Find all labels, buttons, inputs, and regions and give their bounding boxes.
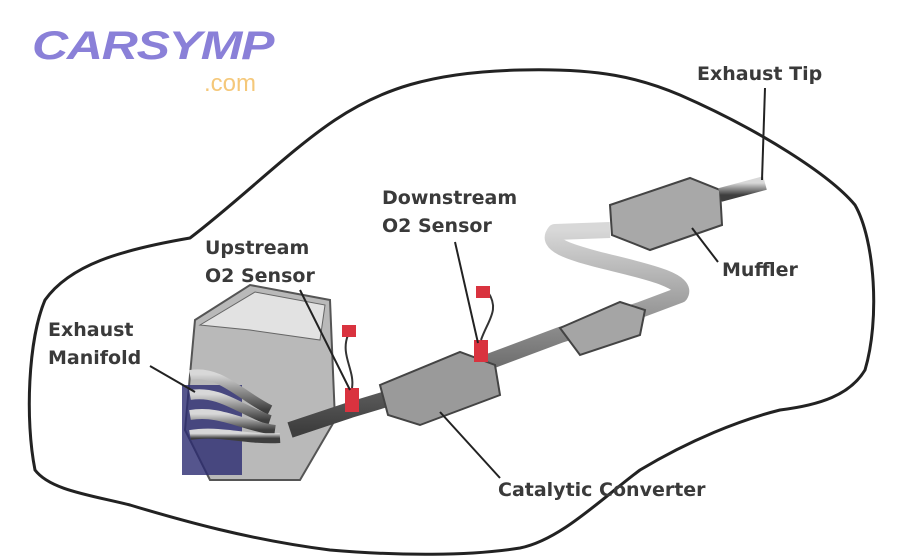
label-exhaust-manifold: Exhaust Manifold [48, 316, 141, 372]
upstream-o2-sensor [342, 325, 359, 412]
muffler [608, 176, 724, 252]
label-downstream-o2-sensor: Downstream O2 Sensor [382, 184, 517, 240]
catalytic-converter [378, 350, 502, 427]
downstream-o2-sensor [474, 286, 494, 362]
label-downstream-line1: Downstream [382, 187, 518, 209]
label-upstream-line2: O2 Sensor [205, 265, 315, 287]
exhaust-pipe [287, 222, 690, 438]
leader-lines [149, 87, 766, 479]
logo-main: CARSYMP [32, 24, 275, 68]
label-downstream-line2: O2 Sensor [382, 215, 492, 237]
exhaust-tip [718, 176, 767, 202]
logo-suffix: .com [204, 70, 257, 97]
carsymp-logo: CARSYMP .com [32, 26, 292, 102]
label-exhaust-tip: Exhaust Tip [697, 63, 823, 85]
label-manifold-line1: Exhaust [48, 319, 134, 341]
label-muffler: Muffler [722, 259, 798, 281]
label-upstream-line1: Upstream [205, 237, 310, 259]
exhaust-manifold [189, 369, 281, 444]
label-upstream-o2-sensor: Upstream O2 Sensor [205, 234, 315, 290]
label-catalytic-converter: Catalytic Converter [498, 479, 706, 501]
label-manifold-line2: Manifold [48, 347, 142, 369]
car-outline [27, 68, 876, 556]
resonator [558, 300, 647, 357]
